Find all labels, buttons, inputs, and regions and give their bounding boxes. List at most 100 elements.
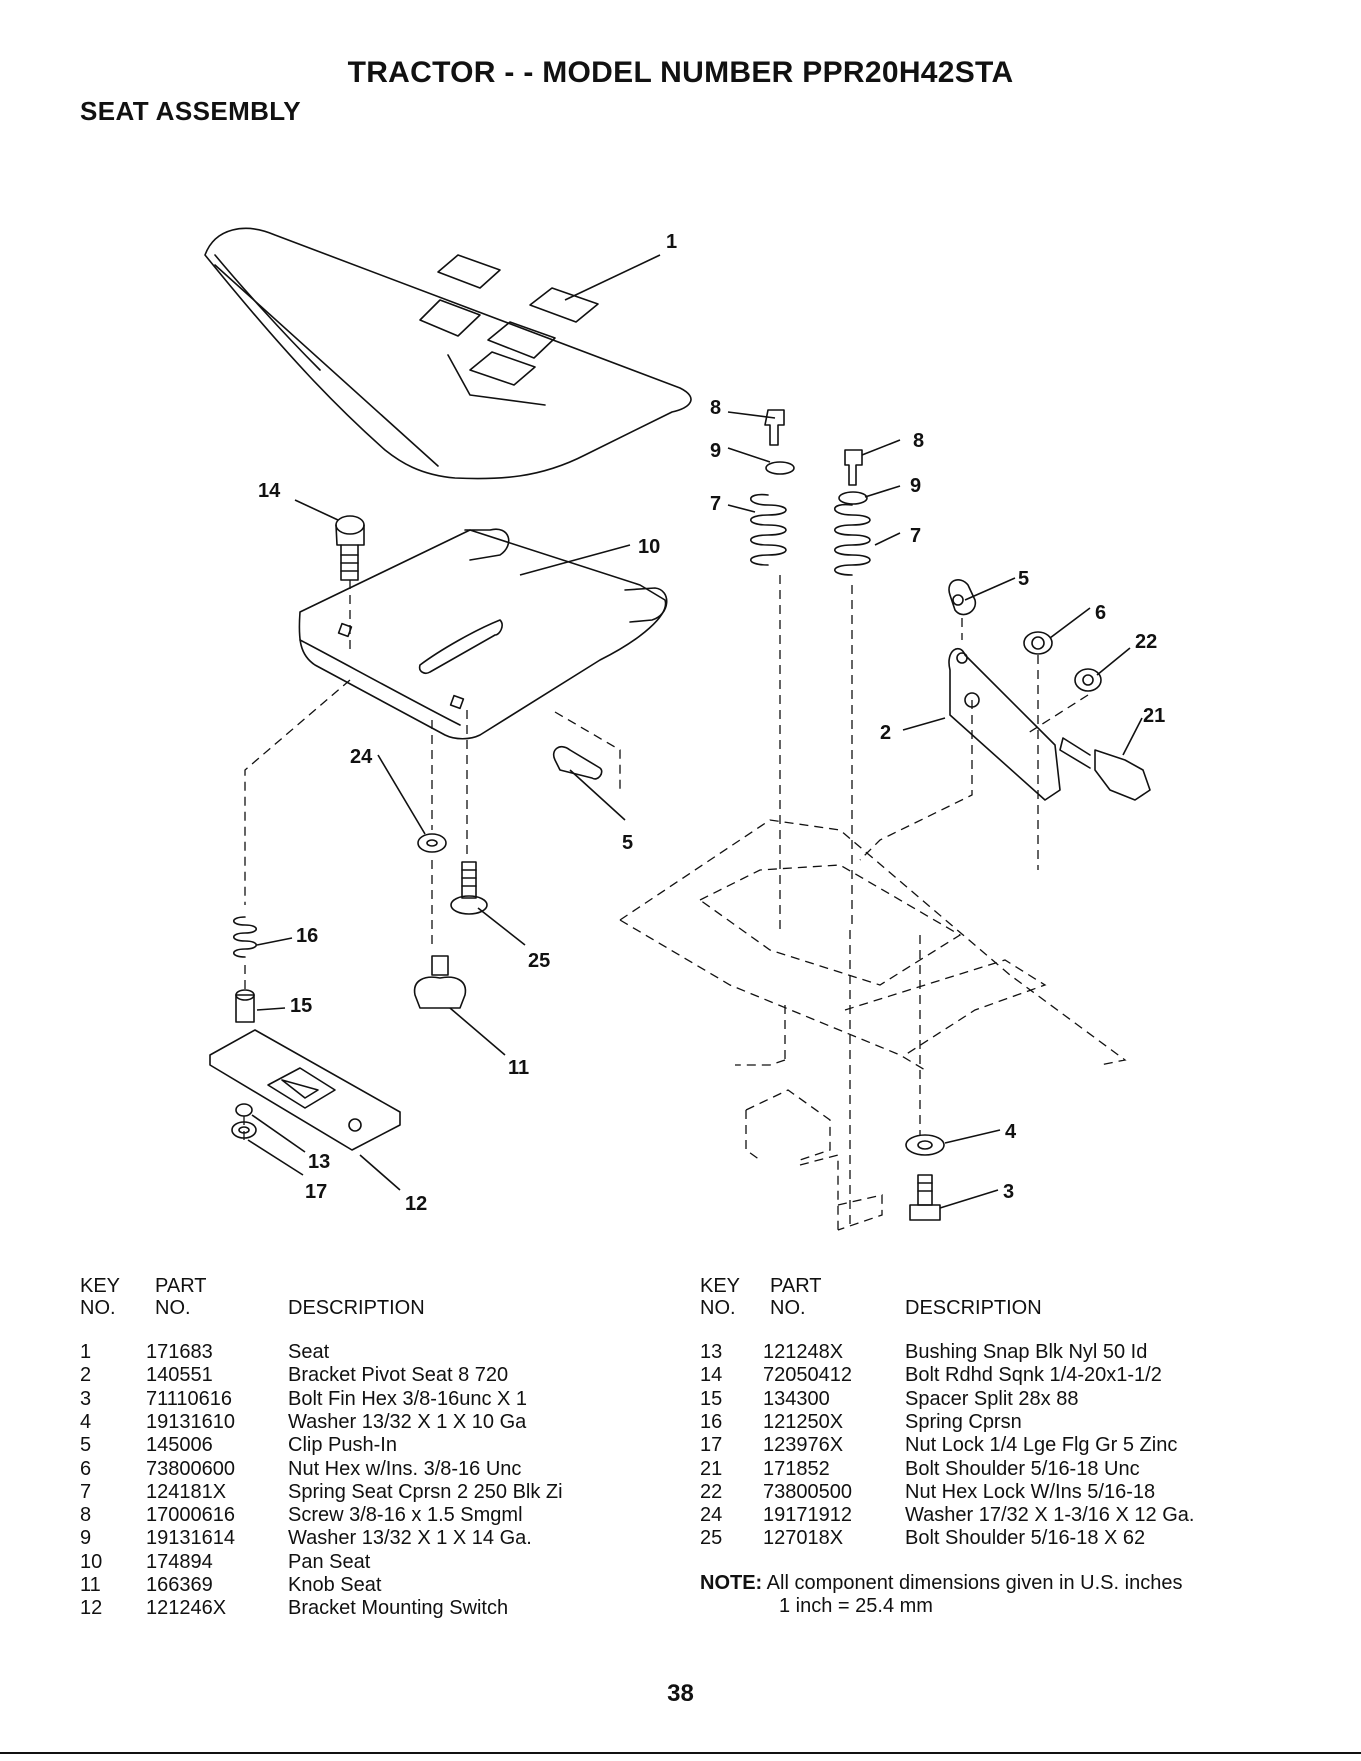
callout-label: 7 (710, 493, 721, 515)
parts-row: 7 124181X Spring Seat Cprsn 2 250 Blk Zi (80, 1481, 780, 1504)
part-number: 124181X (146, 1480, 227, 1503)
spring-16-part (232, 916, 258, 958)
bolt-25-part (450, 861, 488, 915)
part-key-no: 21 (700, 1457, 723, 1480)
callout-label: 12 (405, 1193, 427, 1215)
bracket-pivot-part (948, 647, 1061, 801)
part-description: Bracket Pivot Seat 8 720 (288, 1364, 509, 1387)
column-header-key-no: NO. (700, 1297, 736, 1319)
part-key-no: 1 (80, 1341, 92, 1363)
part-number: 73800600 (146, 1457, 235, 1480)
bolt-14-part (335, 515, 365, 581)
part-key-no: 7 (80, 1480, 92, 1503)
column-header-part: PART (770, 1275, 822, 1297)
part-description: Bolt Shoulder 5/16-18 X 62 (905, 1527, 1146, 1550)
part-key-no: 3 (80, 1387, 92, 1410)
page-title: TRACTOR - - MODEL NUMBER PPR20H42STA (347, 56, 1014, 89)
washer-4-part (905, 1134, 945, 1156)
part-key-no: 13 (700, 1341, 723, 1363)
callout-label: 8 (913, 430, 924, 452)
part-number: 140551 (146, 1364, 213, 1387)
part-number: 121250X (763, 1410, 844, 1433)
callout-label: 9 (710, 440, 721, 462)
callout-label: 1 (666, 231, 677, 253)
part-key-no: 2 (80, 1364, 92, 1387)
part-key-no: 15 (700, 1387, 723, 1410)
callout-label: 5 (622, 832, 633, 854)
nut-22-part (1074, 668, 1102, 692)
part-description: Washer 13/32 X 1 X 14 Ga. (288, 1527, 532, 1550)
tractor-frame-outline (619, 819, 1127, 1231)
column-header-description: DESCRIPTION (288, 1297, 425, 1319)
part-description: Nut Hex w/Ins. 3/8-16 Unc (288, 1457, 522, 1480)
part-number: 19171912 (763, 1504, 852, 1527)
part-description: Bushing Snap Blk Nyl 50 Id (905, 1341, 1148, 1363)
bolt-21-part (1059, 737, 1151, 801)
column-header-key-no: NO. (80, 1297, 116, 1319)
part-description: Seat (288, 1341, 330, 1363)
pan-seat-part (298, 528, 668, 740)
column-header-key: KEY (700, 1275, 741, 1297)
part-key-no: 12 (80, 1597, 103, 1620)
bracket-switch-part (209, 1029, 401, 1151)
nut-6-part (1023, 631, 1053, 655)
part-number: 17000616 (146, 1504, 235, 1527)
callout-label: 11 (508, 1057, 529, 1079)
callout-label: 10 (638, 536, 660, 558)
bushing-13-part (235, 1103, 253, 1117)
callout-label: 7 (910, 525, 921, 547)
assembly-lines (243, 575, 1089, 1230)
note-label: NOTE: (700, 1572, 763, 1594)
seat-part (204, 227, 692, 480)
spacer-15-part (235, 989, 255, 1023)
page-number: 38 (667, 1680, 694, 1707)
part-key-no: 25 (700, 1527, 723, 1550)
callout-label: 14 (258, 480, 281, 502)
exploded-parts-diagram: 1 14 10 8 9 7 8 9 7 5 6 22 21 2 24 5 16 … (204, 227, 1165, 1231)
column-header-part: PART (155, 1275, 207, 1297)
callout-label: 3 (1003, 1181, 1014, 1203)
callout-label: 2 (880, 722, 891, 744)
part-key-no: 10 (80, 1550, 103, 1573)
part-number: 123976X (763, 1434, 844, 1457)
callout-label: 6 (1095, 602, 1106, 624)
part-number: 171852 (763, 1457, 830, 1480)
part-key-no: 17 (700, 1434, 723, 1457)
callout-label: 5 (1018, 568, 1029, 590)
part-number: 121246X (146, 1597, 227, 1620)
part-description: Bolt Fin Hex 3/8-16unc X 1 (288, 1387, 528, 1410)
part-description: Screw 3/8-16 x 1.5 Smgml (288, 1504, 523, 1527)
note-conversion: 1 inch = 25.4 mm (779, 1595, 933, 1617)
callout-label: 4 (1005, 1121, 1017, 1143)
clip-5-lower-part (552, 745, 603, 780)
note-block: NOTE: All component dimensions given in … (700, 1572, 1182, 1618)
part-number: 19131610 (146, 1410, 235, 1433)
part-description: Spring Seat Cprsn 2 250 Blk Zi (288, 1480, 563, 1503)
knob-11-part (413, 955, 467, 1009)
callout-label: 21 (1143, 705, 1165, 727)
column-header-part-no: NO. (770, 1297, 806, 1319)
part-description: Bolt Shoulder 5/16-18 Unc (905, 1457, 1140, 1480)
part-number: 145006 (146, 1434, 213, 1457)
clip-5-upper-part (948, 579, 977, 616)
part-number: 19131614 (146, 1527, 235, 1550)
callout-label: 24 (350, 746, 373, 768)
callout-label: 16 (296, 925, 318, 947)
part-key-no: 4 (80, 1410, 92, 1433)
bottom-rule (0, 1752, 1361, 1754)
parts-row: 21 171852 Bolt Shoulder 5/16-18 Unc (700, 1458, 1361, 1481)
